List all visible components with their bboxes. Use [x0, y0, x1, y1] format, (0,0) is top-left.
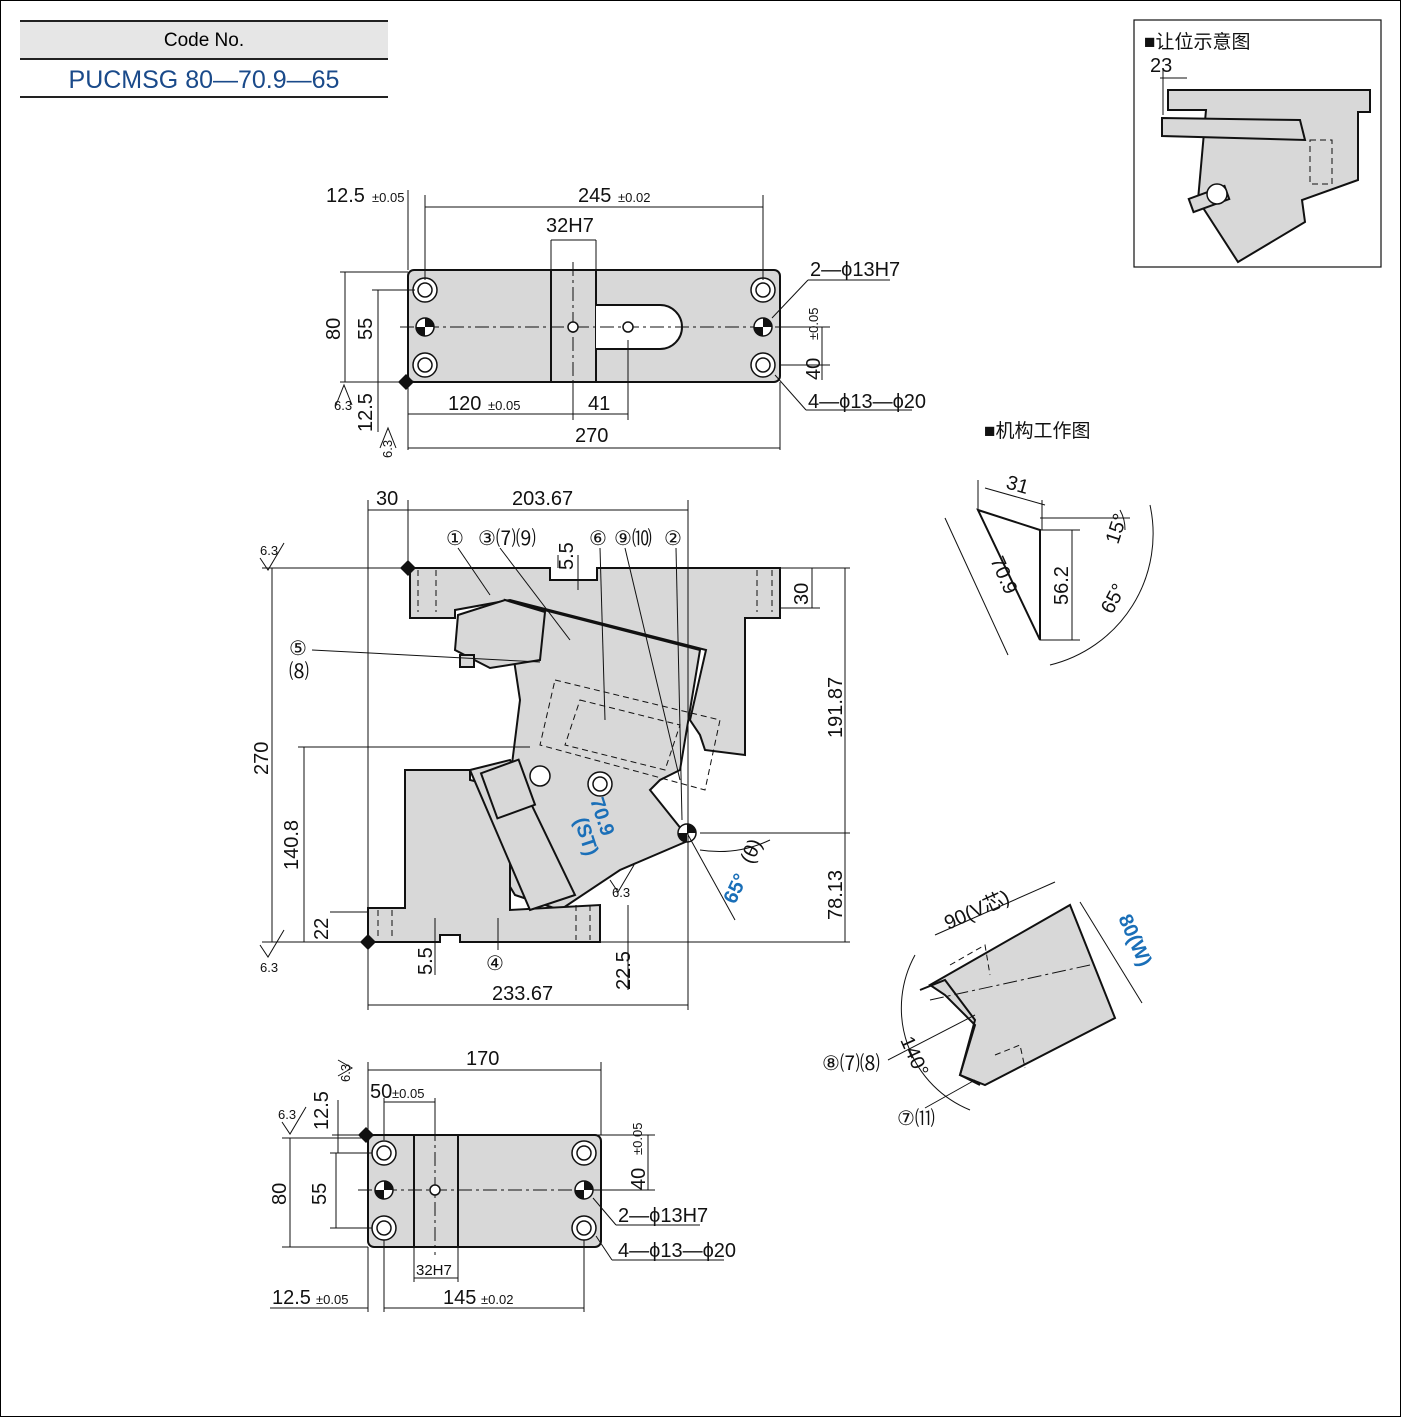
top-dim-40: 40 — [803, 358, 825, 380]
top-hole-counterbore — [412, 277, 776, 378]
top-tol-120: ±0.05 — [488, 398, 520, 413]
code-value: PUCMSG 80—70.9—65 — [20, 60, 388, 98]
bottom-roughness-1: 6.3 — [338, 1064, 353, 1082]
bottom-dim-170: 170 — [466, 1048, 499, 1070]
top-dim-32h7: 32H7 — [546, 215, 594, 237]
front-dim-22.5: 22.5 — [613, 951, 635, 990]
top-dowel-holes — [415, 317, 773, 337]
mech-dim-65: 65° — [1097, 580, 1131, 617]
front-dim-30: 30 — [376, 488, 398, 510]
bottom-hole-note-1: 2—ϕ13H7 — [618, 1205, 708, 1227]
top-dim-245: 245 — [578, 185, 611, 207]
part-callouts: ① ③⑺⑼ ⑥ ⑨⑽ ② ⑤ ⑻ ④ — [289, 527, 683, 975]
bottom-dim-80: 80 — [269, 1183, 291, 1205]
mech-dim-15: 15° — [1102, 511, 1132, 547]
bottom-roughness-2: 6.3 — [278, 1107, 296, 1122]
top-tol-40: ±0.05 — [806, 308, 821, 340]
callout-5: ⑤ — [289, 638, 307, 660]
bottom-dim-50: 50 — [370, 1081, 392, 1103]
v-callout-8-10-12: ⑧⑺⑻ — [822, 1052, 880, 1075]
bottom-plate — [367, 1134, 602, 1248]
front-dim-203.67: 203.67 — [512, 488, 573, 510]
callout-9-14: ⑨⑽ — [614, 527, 652, 550]
top-hole-note-2: 4—ϕ13—ϕ20 — [808, 391, 926, 413]
bottom-tol-145: ±0.02 — [481, 1292, 513, 1307]
callout-2: ② — [664, 528, 682, 550]
front-dim-5.5-top: 5.5 — [556, 542, 578, 570]
callout-4: ④ — [486, 953, 504, 975]
code-number-box: Code No. PUCMSG 80—70.9—65 — [20, 20, 388, 98]
code-label: Code No. — [20, 20, 388, 60]
front-dim-22: 22 — [311, 918, 333, 940]
bottom-tol-40: ±0.05 — [630, 1123, 645, 1155]
top-roughness-1: 6.3 — [334, 398, 352, 413]
front-roughness-3: 6.3 — [612, 885, 630, 900]
clearance-dim: 23 — [1150, 55, 1172, 77]
v-dim-80w: 80(W) — [1113, 911, 1155, 970]
v-core-block — [928, 903, 1117, 1087]
bottom-dim-12.5-left: 12.5 — [311, 1091, 333, 1130]
bottom-dim-55: 55 — [309, 1183, 331, 1205]
bottom-dim-32h7: 32H7 — [416, 1262, 452, 1279]
top-hole-note-1: 2—ϕ13H7 — [810, 259, 900, 281]
bottom-view: 170 50 ±0.05 12.5 80 55 40 ±0.05 2—ϕ13H7… — [269, 1048, 736, 1312]
mechanism-inset: ■机构工作图 31 56.2 70.9 15° 65° — [944, 420, 1154, 666]
bottom-dim-40: 40 — [628, 1168, 650, 1190]
callout-11: ⑻ — [289, 660, 309, 683]
front-dim-78.13: 78.13 — [825, 870, 847, 920]
front-roughness-1: 6.3 — [260, 543, 278, 558]
front-angle-label: (θ) — [737, 836, 767, 867]
front-dim-270: 270 — [251, 742, 273, 775]
top-tol-245: ±0.02 — [618, 190, 650, 205]
bottom-dim-12.5-bottom: 12.5 — [272, 1287, 311, 1309]
bottom-tol-12.5: ±0.05 — [316, 1292, 348, 1307]
front-roughness-2: 6.3 — [260, 960, 278, 975]
top-view: 12.5 ±0.05 245 ±0.02 32H7 80 55 12.5 120… — [323, 185, 926, 458]
front-dim-233.67: 233.67 — [492, 983, 553, 1005]
callout-6: ⑥ — [589, 528, 607, 550]
v-dim-90: 90(V芯) — [941, 886, 1013, 935]
front-dim-191.87: 191.87 — [825, 677, 847, 738]
front-dim-140.8: 140.8 — [281, 820, 303, 870]
mechanism-inset-title: ■机构工作图 — [984, 420, 1090, 442]
clearance-inset: ■让位示意图 23 — [1133, 19, 1382, 268]
top-roughness-2: 6.3 — [380, 440, 395, 458]
v-core-view: 90(V芯) 80(W) 140° ⑧⑺⑻ ⑦⑾ — [822, 881, 1156, 1130]
callout-1: ① — [446, 528, 464, 550]
v-callout-7-15: ⑦⑾ — [897, 1107, 935, 1130]
bottom-hole-note-2: 4—ϕ13—ϕ20 — [618, 1240, 736, 1262]
top-dim-12.5-side: 12.5 — [355, 393, 377, 432]
front-dim-5.5-bottom: 5.5 — [415, 947, 437, 975]
top-dim-55: 55 — [355, 318, 377, 340]
mech-dim-56.2: 56.2 — [1051, 566, 1073, 605]
clearance-inset-title: ■让位示意图 — [1144, 31, 1250, 53]
top-dim-12.5: 12.5 — [326, 185, 365, 207]
top-dim-41: 41 — [588, 393, 610, 415]
top-dim-80: 80 — [323, 318, 345, 340]
bottom-dim-145: 145 — [443, 1287, 476, 1309]
bottom-tol-50: ±0.05 — [392, 1086, 424, 1101]
top-dim-120: 120 — [448, 393, 481, 415]
stroke-label: 70.9 (ST) — [569, 795, 618, 859]
front-view: 30 203.67 270 140.8 22 30 191.87 78.13 5… — [251, 488, 850, 1010]
top-dim-270: 270 — [575, 425, 608, 447]
top-plate — [407, 269, 781, 383]
callout-3-10-13: ③⑺⑼ — [478, 527, 536, 550]
front-dim-30-right: 30 — [791, 583, 813, 605]
top-tol-12.5: ±0.05 — [372, 190, 404, 205]
